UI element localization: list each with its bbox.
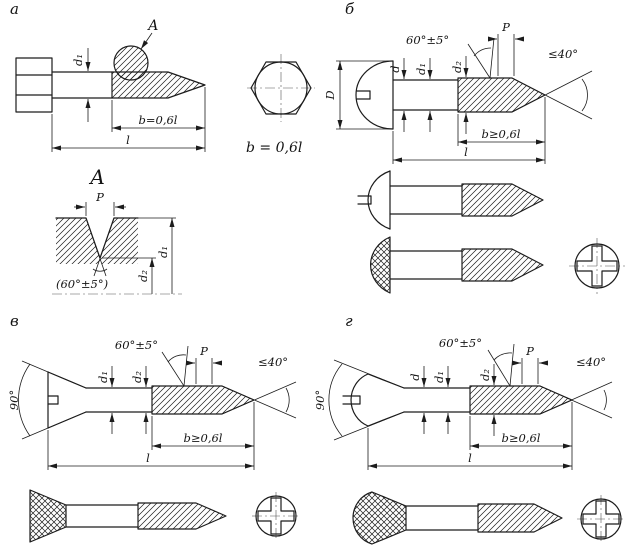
dim-d-set: d d₁ d₂ (408, 364, 497, 436)
dim-label-l: l (468, 451, 472, 465)
panel-g-label: г (345, 312, 353, 330)
dim-label-d1: d₁ (432, 371, 446, 383)
oval-head-screw-cross-recess-view (352, 491, 563, 545)
detail-view-title: А (88, 165, 105, 189)
dim-b-length: b=0,6l (111, 87, 206, 132)
panel-b-label: б (345, 0, 355, 18)
dim-point-angle: ≤40° (511, 47, 593, 120)
dim-l-length: l (367, 428, 573, 470)
dim-label-b: b≥0,6l (184, 431, 223, 445)
panel-a: а А d₁ b=0,6l l (10, 0, 315, 295)
countersunk-screw-cross-recess-view (29, 489, 227, 543)
panel-b: б D d d₁ d₂ (323, 0, 625, 294)
dim-head-angle: 90° (7, 360, 87, 440)
dim-label-d1: d₁ (71, 54, 85, 66)
countersunk-screw-main-view (47, 371, 255, 429)
dim-label-l: l (146, 451, 150, 465)
dim-pitch: P (512, 344, 548, 384)
dim-label-pitch: P (199, 344, 208, 358)
thread-profile-detail-view: А P (60°±5°) d₂ d₁ (52, 165, 182, 295)
dim-d-set: d d₁ d₂ (388, 56, 469, 134)
panel-v: в 90° 60°±5° (7, 312, 300, 543)
dim-l-length: l (51, 114, 206, 152)
dim-label-point-angle: ≤40° (258, 355, 288, 369)
lag-screw-side-view: А (15, 18, 206, 113)
dim-pitch: P (488, 20, 524, 76)
dim-point-angle: ≤40° (221, 355, 297, 419)
dim-l-length: l (47, 430, 255, 470)
dim-profile-angle: 60°±5° (406, 33, 495, 79)
detail-callout-label: А (147, 18, 159, 34)
dim-label-d1-detail: d₁ (156, 246, 170, 258)
dim-b-length: b≥0,6l (151, 402, 255, 450)
dim-label-profile-angle: 60°±5° (115, 338, 158, 352)
dim-label-point-angle: ≤40° (576, 355, 606, 369)
dim-pitch: P (186, 344, 222, 384)
dim-point-angle: ≤40° (539, 355, 613, 419)
round-head-screw-cross-recess-view (369, 236, 544, 294)
dim-label-d2: d₂ (130, 371, 144, 383)
hex-head-end-view (247, 54, 315, 122)
phillips-recess-end-view (569, 238, 625, 294)
dim-label-d2-detail: d₂ (136, 270, 150, 282)
dim-label-pitch: P (95, 190, 104, 204)
phillips-recess-end-view (577, 495, 625, 543)
dim-label-l: l (464, 145, 468, 159)
dim-label-head-angle: 90° (313, 390, 327, 410)
dim-label-pitch: P (501, 20, 510, 34)
dim-d-set: d₁ d₂ (96, 366, 149, 434)
dim-label-D: D (323, 90, 337, 100)
dim-label-d1: d₁ (96, 371, 110, 383)
dim-label-pitch: P (525, 344, 534, 358)
dim-label-b: b=0,6l (139, 113, 178, 127)
dim-profile-angle: 60°±5° (439, 336, 515, 387)
panel-v-label: в (10, 312, 19, 330)
dim-b-length: b≥0,6l (469, 402, 573, 450)
dim-label-profile-angle: 60°±5° (406, 33, 449, 47)
dim-b-length: b≥0,6l (457, 97, 546, 146)
dim-label-l: l (126, 133, 130, 147)
dim-label-d1: d₁ (414, 63, 428, 75)
dim-profile-angle: 60°±5° (115, 338, 189, 387)
dim-label-d: d (408, 373, 422, 380)
dim-head-angle: 90° (313, 359, 405, 441)
dim-D-head: D (323, 60, 391, 130)
cross-recess-icon (582, 500, 620, 538)
dim-label-profile-angle: 60°±5° (439, 336, 482, 350)
dim-label-profile-angle: (60°±5°) (56, 277, 108, 291)
dim-d1-shank: d₁ (71, 48, 91, 122)
panel-a-label: а (10, 0, 19, 18)
dim-label-d: d (388, 65, 402, 72)
detail-zone-circle (113, 45, 149, 81)
phillips-recess-end-view (252, 492, 300, 540)
dim-label-head-angle: 90° (7, 390, 21, 410)
dim-label-b: b≥0,6l (482, 127, 521, 141)
round-head-screw-main-view (355, 60, 546, 130)
dim-label-d2: d₂ (478, 369, 492, 381)
cross-recess-icon (257, 497, 295, 535)
cross-recess-icon (576, 245, 618, 287)
b-note-label: b = 0,6l (246, 140, 302, 156)
panel-g: г 90° 60°±5° (313, 312, 625, 545)
dim-label-d2: d₂ (450, 61, 464, 73)
dim-label-b: b≥0,6l (502, 431, 541, 445)
dim-label-point-angle: ≤40° (548, 47, 578, 61)
dim-l-length: l (392, 131, 546, 164)
round-head-screw-slotted-view (357, 170, 544, 230)
